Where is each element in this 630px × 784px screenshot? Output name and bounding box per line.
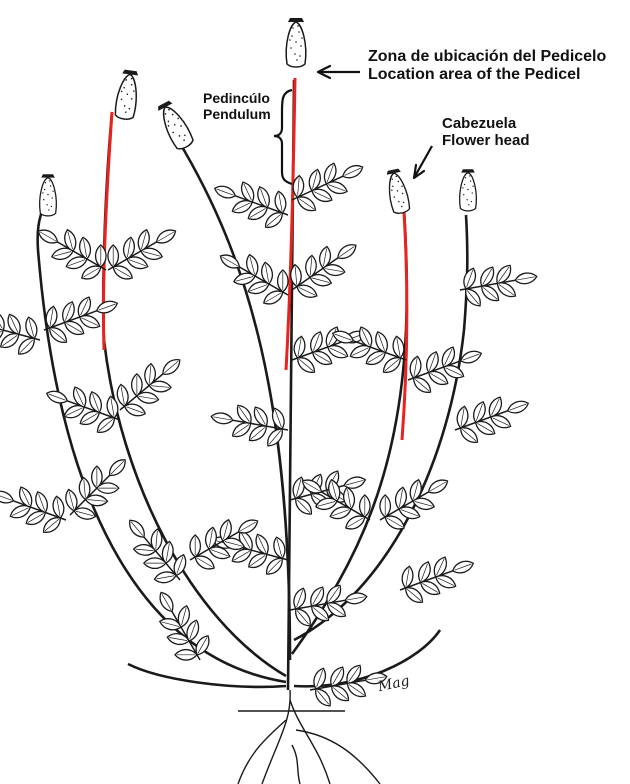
leaves bbox=[0, 147, 541, 711]
pedicel-label-es: Zona de ubicación del Pedicelo bbox=[368, 48, 606, 66]
flower-head-label-es: Cabezuela bbox=[442, 115, 530, 132]
peduncle-label-en: Pendulum bbox=[203, 106, 271, 122]
flower-head-arrow bbox=[414, 146, 432, 178]
peduncle-label-es: Pedincúlo bbox=[203, 90, 271, 106]
peduncle-label: Pedincúlo Pendulum bbox=[203, 90, 271, 122]
pedicel-label: Zona de ubicación del Pedicelo Location … bbox=[368, 48, 606, 85]
flower-head-label: Cabezuela Flower head bbox=[442, 115, 530, 150]
roots bbox=[238, 690, 380, 784]
flower-head-label-en: Flower head bbox=[442, 132, 530, 149]
pedicel-label-en: Location area of the Pedicel bbox=[368, 66, 606, 84]
peduncle-brace bbox=[274, 90, 292, 184]
stems bbox=[38, 80, 468, 690]
